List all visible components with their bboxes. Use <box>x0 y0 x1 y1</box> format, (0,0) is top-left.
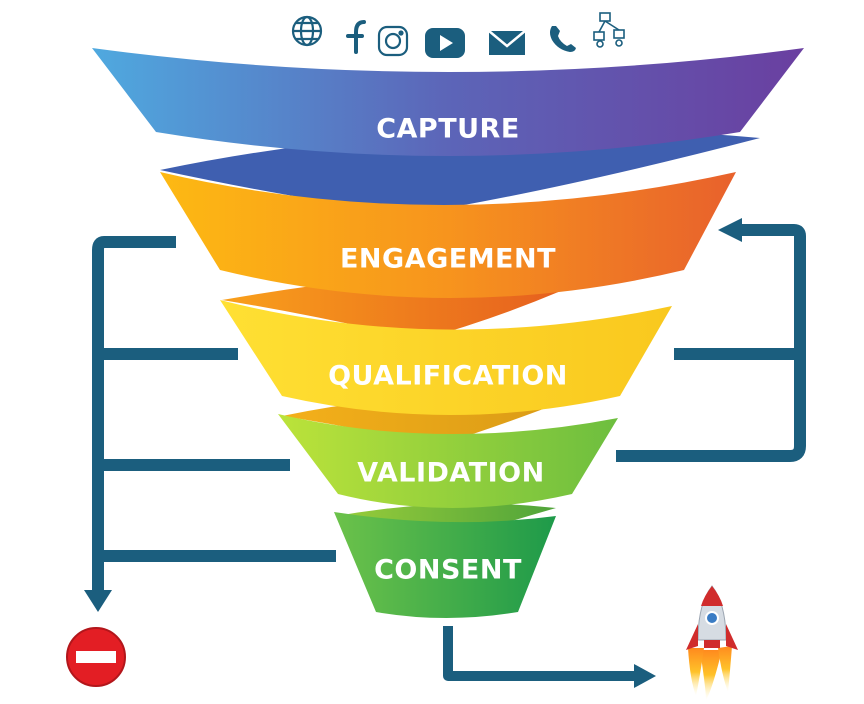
stage-qualification: QUALIFICATION <box>220 300 672 415</box>
facebook-icon[interactable] <box>346 20 366 54</box>
output-connector <box>443 626 636 681</box>
stage-label-engagement: ENGAGEMENT <box>340 244 556 275</box>
stage-label-validation: VALIDATION <box>357 458 544 489</box>
right-connector <box>616 224 806 462</box>
right-arrow-head <box>718 218 742 242</box>
output-arrow-head <box>634 664 656 688</box>
phone-icon[interactable] <box>550 26 576 52</box>
network-icon[interactable] <box>593 12 625 48</box>
stop-sign-icon <box>66 627 126 687</box>
stage-consent: CONSENT <box>334 512 556 618</box>
rocket-icon <box>686 585 738 700</box>
instagram-icon[interactable] <box>377 25 409 57</box>
stage-validation: VALIDATION <box>278 414 618 508</box>
inner-validation <box>336 503 556 540</box>
stage-engagement: ENGAGEMENT <box>160 172 736 298</box>
globe-icon[interactable] <box>291 15 323 47</box>
left-connector <box>92 236 336 592</box>
stage-label-qualification: QUALIFICATION <box>328 361 568 392</box>
youtube-icon[interactable] <box>425 28 465 58</box>
stage-capture: CAPTURE <box>92 48 804 156</box>
social-icons-row <box>291 12 625 58</box>
stage-label-capture: CAPTURE <box>376 114 520 145</box>
email-icon[interactable] <box>488 30 526 55</box>
left-arrow-head <box>84 590 112 612</box>
stage-label-consent: CONSENT <box>374 555 522 586</box>
